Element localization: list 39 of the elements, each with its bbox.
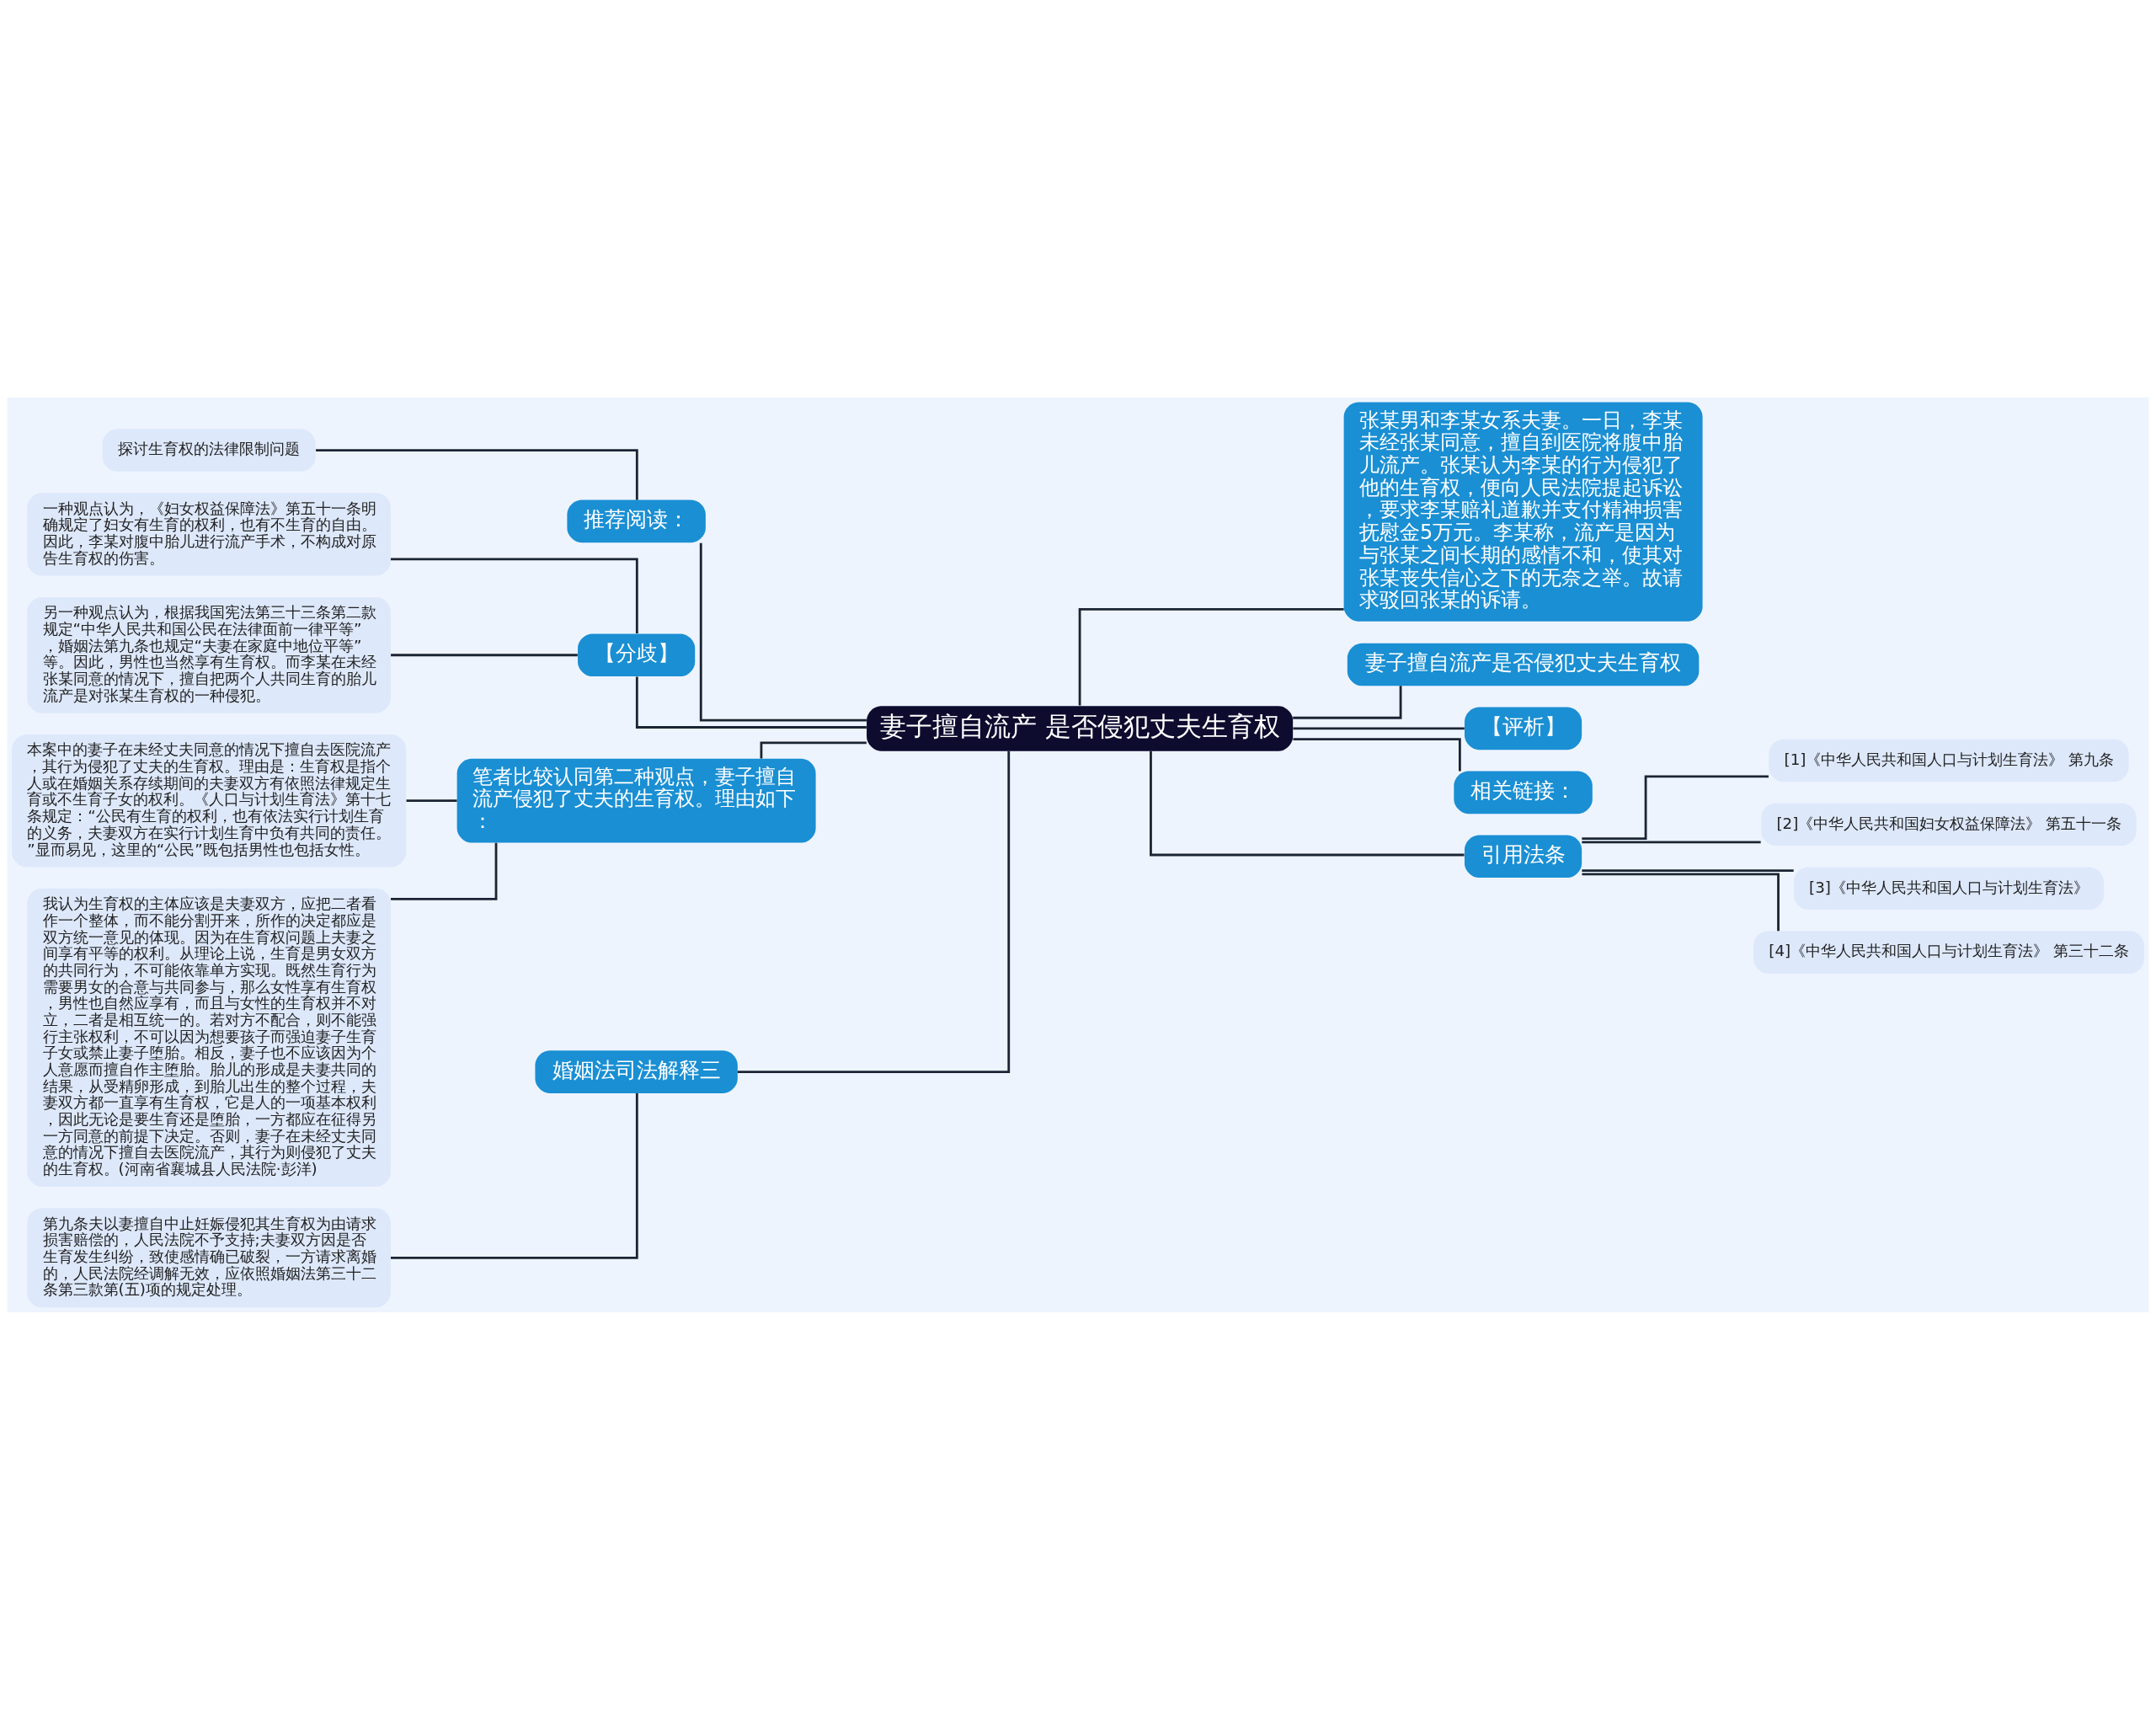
node-box: 探讨生育权的法律限制问题: [102, 428, 316, 472]
node-box: [1]《中华人民共和国人口与计划生育法》 第九条: [1769, 739, 2129, 782]
connector: [1582, 841, 1761, 843]
node-box: [2]《中华人民共和国妇女权益保障法》 第五十一条: [1761, 803, 2137, 846]
connector: [1293, 737, 1461, 771]
node-box: 一种观点认为，《妇女权益保障法》第五十一条明确规定了妇女有生育的权利，也有不生育的自由。因此，李某对腹中胎儿进行流产手术，不构成对原告生育权的伤害。: [27, 492, 391, 576]
connector: [635, 676, 867, 729]
connector: [1150, 750, 1465, 856]
node-box: 【评析】: [1465, 707, 1582, 750]
node-box: 推荐阅读：: [567, 499, 706, 542]
connector: [699, 542, 867, 721]
node-box: 婚姻法司法解释三: [535, 1049, 738, 1093]
connector: [391, 653, 578, 656]
node-box: [3]《中华人民共和国人口与计划生育法》: [1793, 866, 2105, 910]
connector: [760, 740, 867, 759]
connector: [1293, 727, 1465, 729]
node-box: 张某男和李某女系夫妻。一日，李某未经张某同意，擅自到医院将腹中胎儿流产。张某认为李某的行为侵犯了他的生育权，便向人民法院提起诉讼，要求李某赔礼道歉并支付精神损害抚慰金5万元。李某称，流产是因为与张某之间长期的感情不和，使其对张某丧失信心之下的无奈之举。故请求驳回张某的诉请。: [1343, 402, 1703, 622]
connector: [1293, 685, 1402, 719]
connector: [391, 842, 498, 900]
node-box: 另一种观点认为，根据我国宪法第三十三条第二款规定“中华人民共和国公民在法律面前一律平等”，婚姻法第九条也规定“夫妻在家庭中地位平等”等。因此，男性也当然享有生育权。而李某在未经张某同意的情况下，擅自把两个人共同生育的胎儿流产是对张某生育权的一种侵犯。: [27, 596, 391, 713]
node-box: 相关链接：: [1454, 771, 1593, 814]
node-box: 笔者比较认同第二种观点，妻子擅自流产侵犯了丈夫的生育权。理由如下：: [456, 758, 816, 843]
node-box: 引用法条: [1465, 834, 1582, 878]
connector: [391, 558, 638, 633]
connector: [1582, 872, 1780, 931]
node-box: 妻子擅自流产是否侵犯丈夫生育权: [1347, 643, 1700, 686]
node-box: 本案中的妻子在未经丈夫同意的情况下擅自去医院流产，其行为侵犯了丈夫的生育权。理由是：生育权是指个人或在婚姻关系存续期间的夫妻双方有依照法律规定生育或不生育子女的权利。《人口与计划生育法》第十七条规定：“公民有生育的权利，也有依法实行计划生育的义务，夫妻双方在实行计划生育中负有共同的责任。”显而易见，这里的“公民”既包括男性也包括女性。: [12, 734, 407, 867]
connector: [316, 448, 638, 500]
connector: [1078, 607, 1344, 706]
node-box: 第九条夫以妻擅自中止妊娠侵犯其生育权为由请求损害赔偿的，人民法院不予支持;夫妻双方因是否生育发生纠纷，致使感情确已破裂，一方请求离婚的，人民法院经调解无效，应依照婚姻法第三十二条第三款第(五)项的规定处理。: [27, 1207, 391, 1307]
connector: [737, 750, 1011, 1073]
node-box: [4]《中华人民共和国人口与计划生育法》 第三十二条: [1753, 930, 2144, 974]
node-box: 我认为生育权的主体应该是夫妻双方，应把二者看作一个整体，而不能分割开来，所作的决定都应是双方统一意见的体现。因为在生育权问题上夫妻之间享有平等的权利。从理论上说，生育是男女双方的共同行为，不可能依靠单方实现。既然生育行为需要男女的合意与共同参与，那么女性享有生育权，男性也自然应享有，而且与女性的生育权并不对立，二者是相互统一的。若对方不配合，则不能强行主张权利，不可以因为想要孩子而强迫妻子生育子女或禁止妻子堕胎。相反，妻子也不应该因为个人意愿而擅自作主堕胎。胎儿的形成是夫妻共同的结果，从受精卵形成，到胎儿出生的整个过程，夫妻双方都一直享有生育权，它是人的一项基本权利，因此无论是要生育还是堕胎，一方都应在征得另一方同意的前提下决定。否则，妻子在未经丈夫同意的情况下擅自去医院流产，其行为则侵犯了丈夫的生育权。(河南省襄城县人民法院·彭洋): [27, 888, 391, 1187]
connector: [1582, 774, 1769, 840]
node-box: 【分歧】: [578, 633, 696, 676]
connector: [1582, 868, 1794, 872]
connector: [406, 798, 457, 802]
connector: [391, 1092, 638, 1259]
node-box: 妻子擅自流产 是否侵犯丈夫生育权: [867, 705, 1294, 751]
